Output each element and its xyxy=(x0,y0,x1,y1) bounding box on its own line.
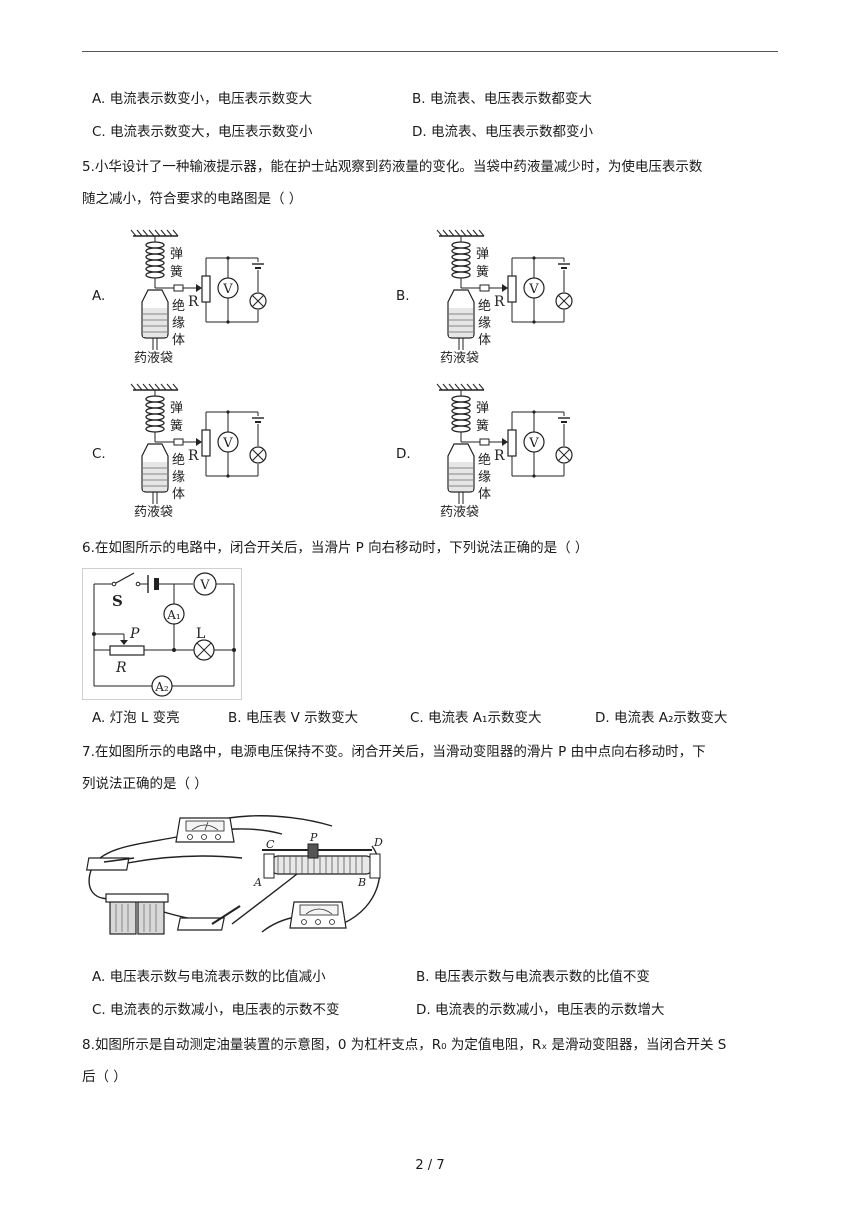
q6-option-b[interactable]: B. 电压表 V 示数变大 xyxy=(228,710,359,726)
q5-option-d-label[interactable]: D. xyxy=(396,446,411,462)
q7-rheostat: C P D A B xyxy=(253,831,383,889)
spring-label-char: 簧 xyxy=(170,264,183,280)
header-rule xyxy=(82,51,778,52)
q7-stem-line2: 列说法正确的是（ ） xyxy=(82,776,208,792)
voltmeter-label: V xyxy=(528,436,539,451)
q6-circuit-figure: V S A₁ P R L A₂ xyxy=(82,568,242,700)
q7-stem-line1: 7.在如图所示的电路中，电源电压保持不变。闭合开关后，当滑动变阻器的滑片 P 由… xyxy=(82,744,706,760)
svg-text:P: P xyxy=(309,831,318,844)
q8-stem-line1: 8.如图所示是自动测定油量装置的示意图，0 为杠杆支点，R₀ 为定值电阻，Rₓ … xyxy=(82,1037,727,1053)
bag-label: 药液袋 xyxy=(440,351,479,366)
voltmeter-label: V xyxy=(222,282,233,297)
q6-option-c[interactable]: C. 电流表 A₁示数变大 xyxy=(410,710,542,726)
q5-option-c-label[interactable]: C. xyxy=(92,446,106,462)
insulator-label-char: 体 xyxy=(172,333,185,348)
bag-label: 药液袋 xyxy=(440,505,479,520)
insulator-label-char: 缘 xyxy=(478,316,491,331)
q8-stem-line2: 后（ ） xyxy=(82,1069,127,1085)
q4-option-a[interactable]: A. 电流表示数变小，电压表示数变大 xyxy=(92,91,313,107)
spring-label-char: 簧 xyxy=(476,264,489,280)
q6-ammeter1-label: A₁ xyxy=(166,608,180,622)
resistor-label: R xyxy=(188,294,199,310)
svg-text:B: B xyxy=(357,876,366,889)
q6-slider-label: P xyxy=(129,626,140,642)
spring-label-char: 簧 xyxy=(476,418,489,434)
resistor-label: R xyxy=(494,294,505,310)
q5-stem-line2: 随之减小，符合要求的电路图是（ ） xyxy=(82,191,303,207)
insulator-label-char: 缘 xyxy=(478,470,491,485)
q5-option-d-diagram[interactable]: 弹簧绝缘体药液袋 R V xyxy=(414,380,584,524)
insulator-label-char: 绝 xyxy=(172,452,185,468)
q5-option-a-diagram[interactable]: 弹簧绝缘体药液袋 R V xyxy=(108,226,278,370)
insulator-label-char: 缘 xyxy=(172,470,185,485)
insulator-label-char: 绝 xyxy=(172,298,185,314)
q7-option-a[interactable]: A. 电压表示数与电流表示数的比值减小 xyxy=(92,969,326,985)
q6-stem: 6.在如图所示的电路中，闭合开关后，当滑片 P 向右移动时，下列说法正确的是（ … xyxy=(82,540,589,556)
spring-label-char: 弹 xyxy=(170,401,183,416)
insulator-label-char: 体 xyxy=(478,487,491,502)
q6-voltmeter-label: V xyxy=(199,578,210,593)
insulator-label-char: 绝 xyxy=(478,298,491,314)
svg-text:C: C xyxy=(266,838,275,851)
q5-option-b-label[interactable]: B. xyxy=(396,288,410,304)
page-number: 2 / 7 xyxy=(415,1158,445,1173)
bag-label: 药液袋 xyxy=(134,351,173,366)
voltmeter-label: V xyxy=(528,282,539,297)
q7-ammeter xyxy=(175,817,235,843)
q7-option-d[interactable]: D. 电流表的示数减小，电压表的示数增大 xyxy=(416,1002,665,1018)
voltmeter-label: V xyxy=(222,436,233,451)
q7-physical-circuit-figure: C P D A B xyxy=(86,815,383,935)
bag-label: 药液袋 xyxy=(134,505,173,520)
q4-option-d[interactable]: D. 电流表、电压表示数都变小 xyxy=(412,124,593,140)
resistor-label: R xyxy=(494,448,505,464)
q7-battery-pack xyxy=(105,893,169,935)
q7-option-b[interactable]: B. 电压表示数与电流表示数的比值不变 xyxy=(416,969,650,985)
q6-option-a[interactable]: A. 灯泡 L 变亮 xyxy=(92,710,180,726)
q5-option-a-label[interactable]: A. xyxy=(92,288,106,304)
q4-option-b[interactable]: B. 电流表、电压表示数都变大 xyxy=(412,91,592,107)
q7-option-c[interactable]: C. 电流表的示数减小，电压表的示数不变 xyxy=(92,1002,340,1018)
q5-option-c-diagram[interactable]: 弹簧绝缘体药液袋 R V xyxy=(108,380,278,524)
svg-text:D: D xyxy=(373,836,383,849)
spring-label-char: 弹 xyxy=(476,401,489,416)
insulator-label-char: 缘 xyxy=(172,316,185,331)
q7-switch-left xyxy=(86,857,135,871)
q6-resistor-label: R xyxy=(115,660,127,676)
svg-text:A: A xyxy=(253,876,262,889)
spring-label-char: 弹 xyxy=(476,247,489,262)
q4-option-c[interactable]: C. 电流表示数变大，电压表示数变小 xyxy=(92,124,313,140)
q6-switch-label: S xyxy=(112,592,123,610)
insulator-label-char: 绝 xyxy=(478,452,491,468)
q7-switch-bottom xyxy=(176,905,241,931)
resistor-label: R xyxy=(188,448,199,464)
q5-option-b-diagram[interactable]: 弹簧绝缘体药液袋 R V xyxy=(414,226,584,370)
q6-ammeter2-label: A₂ xyxy=(154,680,169,694)
insulator-label-char: 体 xyxy=(172,487,185,502)
spring-label-char: 弹 xyxy=(170,247,183,262)
insulator-label-char: 体 xyxy=(478,333,491,348)
q6-lamp-label: L xyxy=(196,626,205,642)
q7-voltmeter xyxy=(289,901,347,929)
q6-option-d[interactable]: D. 电流表 A₂示数变大 xyxy=(595,710,728,726)
spring-label-char: 簧 xyxy=(170,418,183,434)
q5-stem-line1: 5.小华设计了一种输液提示器，能在护士站观察到药液量的变化。当袋中药液量减少时，… xyxy=(82,159,703,175)
